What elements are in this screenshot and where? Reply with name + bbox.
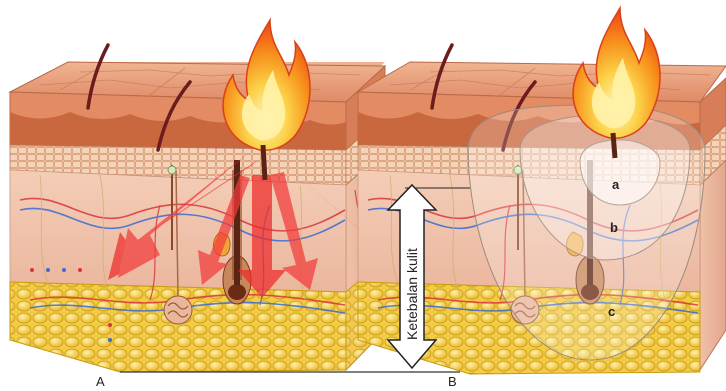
skin-block-a [10, 20, 390, 372]
zone-b-label: b [610, 220, 618, 235]
panel-b-label: B [448, 374, 457, 389]
skin-thickness-label: Ketebalan kulit [404, 248, 420, 340]
zone-a-label: a [612, 177, 620, 192]
zone-c-label: c [608, 304, 615, 319]
panel-a-label: A [96, 374, 105, 389]
